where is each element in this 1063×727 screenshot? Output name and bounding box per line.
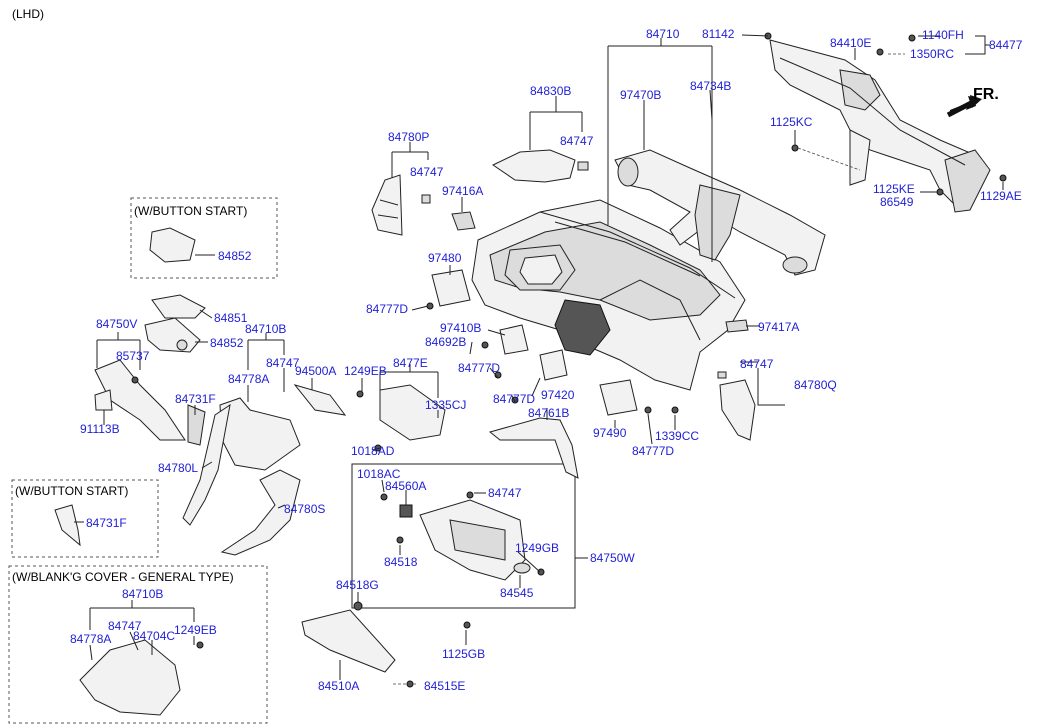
part-label-84731F-a[interactable]: 84731F <box>175 392 216 406</box>
part-label-1335CJ[interactable]: 1335CJ <box>425 398 466 412</box>
part-label-84710B-b[interactable]: 84710B <box>122 587 163 601</box>
cowl-cross-bar <box>769 39 991 213</box>
part-label-1125KC[interactable]: 1125KC <box>770 115 813 129</box>
part-label-84780Q[interactable]: 84780Q <box>794 378 837 392</box>
part-label-1018AD[interactable]: 1018AD <box>351 444 395 458</box>
group-label-button-start-2: (W/BUTTON START) <box>15 484 128 498</box>
part-label-84747-d[interactable]: 84747 <box>740 357 774 371</box>
part-label-1249EB-a[interactable]: 1249EB <box>344 364 387 378</box>
part-label-84747-f[interactable]: 84747 <box>108 619 142 633</box>
fasteners <box>131 32 1007 688</box>
part-label-91113B[interactable]: 91113B <box>80 422 120 436</box>
part-label-86549[interactable]: 86549 <box>880 195 914 209</box>
part-label-84747-b[interactable]: 84747 <box>410 165 444 179</box>
front-direction-arrow <box>946 95 985 118</box>
part-label-1125KE[interactable]: 1125KE <box>873 182 915 196</box>
part-label-84777D-a[interactable]: 84777D <box>366 302 408 316</box>
part-label-84780L[interactable]: 84780L <box>158 461 198 475</box>
part-label-97416A[interactable]: 97416A <box>442 184 483 198</box>
glove-box-housing <box>301 609 396 673</box>
part-label-84747-c[interactable]: 84747 <box>266 356 300 370</box>
part-label-84515E[interactable]: 84515E <box>424 679 465 693</box>
part-label-84410E[interactable]: 84410E <box>830 36 871 50</box>
part-label-84747-a[interactable]: 84747 <box>560 134 594 148</box>
center-lower-panel <box>488 417 579 479</box>
part-label-97490[interactable]: 97490 <box>593 426 627 440</box>
part-label-97480[interactable]: 97480 <box>428 251 462 265</box>
side-cover-left <box>371 174 431 236</box>
part-label-84852-a[interactable]: 84852 <box>218 249 252 263</box>
vents <box>431 211 749 416</box>
part-label-1018AC[interactable]: 1018AC <box>357 467 401 481</box>
part-label-84747-e[interactable]: 84747 <box>488 486 522 500</box>
part-label-84780P[interactable]: 84780P <box>388 130 429 144</box>
part-label-84710[interactable]: 84710 <box>646 27 680 41</box>
steering-column-covers <box>144 227 206 353</box>
blanking-cover-panel <box>79 639 181 716</box>
glove-box-assembly <box>399 499 531 581</box>
part-label-84750V[interactable]: 84750V <box>96 317 137 331</box>
part-label-84731F-b[interactable]: 84731F <box>86 516 127 530</box>
part-label-81142[interactable]: 81142 <box>702 27 735 41</box>
part-label-84704C[interactable]: 84704C <box>133 629 175 643</box>
side-cover-right <box>717 371 756 441</box>
part-label-1125GB[interactable]: 1125GB <box>442 647 485 661</box>
part-label-1249GB[interactable]: 1249GB <box>515 541 559 555</box>
left-lower-panels <box>94 359 446 556</box>
part-label-1129AE[interactable]: 1129AE <box>980 189 1022 203</box>
part-label-84777D-c[interactable]: 84777D <box>493 392 535 406</box>
leader-lines <box>74 34 1004 685</box>
part-label-97410B[interactable]: 97410B <box>440 321 481 335</box>
part-label-85737[interactable]: 85737 <box>116 349 150 363</box>
part-label-1249EB-b[interactable]: 1249EB <box>174 623 217 637</box>
button-start-box-top <box>130 197 278 279</box>
part-label-84761B[interactable]: 84761B <box>528 406 569 420</box>
part-label-84518[interactable]: 84518 <box>384 555 418 569</box>
part-label-1140FH[interactable]: 1140FH <box>922 28 964 42</box>
part-label-84777D-d[interactable]: 84777D <box>632 444 674 458</box>
part-label-84852-b[interactable]: 84852 <box>210 336 244 350</box>
front-direction-label: FR. <box>973 86 999 103</box>
cluster-fascia <box>492 149 589 183</box>
button-start-bezel <box>54 504 81 547</box>
group-label-button-start-1: (W/BUTTON START) <box>134 204 247 218</box>
part-label-97470B[interactable]: 97470B <box>620 88 661 102</box>
part-label-84750W[interactable]: 84750W <box>590 551 635 565</box>
part-label-97417A[interactable]: 97417A <box>758 320 799 334</box>
part-label-97420[interactable]: 97420 <box>541 388 575 402</box>
part-label-84777D-b[interactable]: 84777D <box>458 361 500 375</box>
blanking-cover-box <box>8 565 268 724</box>
part-label-84778A-a[interactable]: 84778A <box>228 372 269 386</box>
part-label-84560A[interactable]: 84560A <box>385 479 426 493</box>
part-label-1339CC[interactable]: 1339CC <box>655 429 699 443</box>
group-label-blanking-cover: (W/BLANK'G COVER - GENERAL TYPE) <box>12 570 234 584</box>
glove-box-assembly-box <box>351 463 576 609</box>
part-label-84545[interactable]: 84545 <box>500 586 534 600</box>
part-label-84780S[interactable]: 84780S <box>284 502 325 516</box>
part-label-84692B[interactable]: 84692B <box>425 335 466 349</box>
part-label-84518G[interactable]: 84518G <box>336 578 379 592</box>
part-label-84778A-b[interactable]: 84778A <box>70 632 111 646</box>
part-label-84477[interactable]: 84477 <box>989 38 1023 52</box>
part-label-84710B-a[interactable]: 84710B <box>245 322 286 336</box>
part-label-94500A[interactable]: 94500A <box>295 364 336 378</box>
part-label-84830B[interactable]: 84830B <box>530 84 571 98</box>
part-label-8477E[interactable]: 8477E <box>393 356 428 370</box>
part-label-84851[interactable]: 84851 <box>214 311 248 325</box>
part-label-84510A[interactable]: 84510A <box>318 679 359 693</box>
button-start-box-left <box>11 479 159 558</box>
air-duct <box>614 149 826 276</box>
crash-pad-main <box>471 199 746 391</box>
part-label-1350RC[interactable]: 1350RC <box>910 47 954 61</box>
part-label-84734B[interactable]: 84734B <box>690 79 731 93</box>
variant-label: (LHD) <box>12 7 44 21</box>
